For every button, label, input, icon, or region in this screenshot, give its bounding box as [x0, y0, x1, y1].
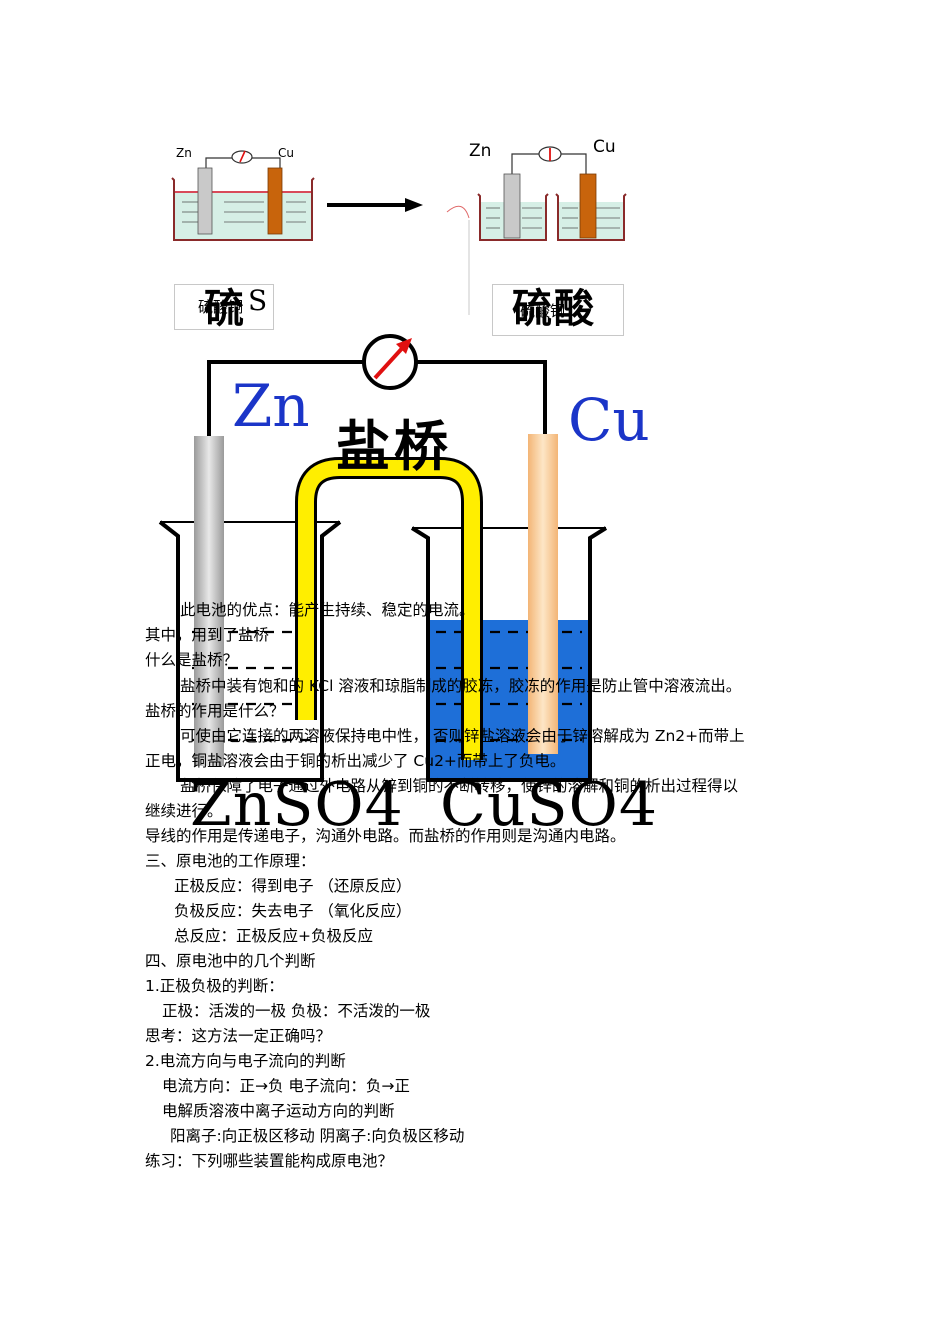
text-line-6: 可使由它连接的两溶液保持电中性， 否则锌盐溶液会由于锌溶解成为 Zn2+而带上: [180, 727, 745, 745]
top-left-caption-frame: [174, 284, 274, 330]
top-left-cu-label: Cu: [278, 146, 294, 160]
diagram-cu-label: Cu: [568, 386, 650, 454]
text-line-16: 1.正极负极的判断：: [145, 977, 284, 995]
text-line-18: 思考：这方法一定正确吗？: [145, 1027, 332, 1045]
top-left-caption-overlay: 硫酸铜: [198, 298, 244, 316]
single-beaker-cell-svg: [171, 150, 315, 241]
top-right-cu-label: Cu: [593, 137, 616, 157]
zn-rod: [194, 436, 224, 766]
text-line-20: 电流方向：正→负 电子流向：负→正: [162, 1077, 410, 1095]
diagram-right-solution-label: CuSO4: [440, 770, 659, 840]
text-line-19: 2.电流方向与电子流向的判断: [145, 1052, 346, 1070]
diagram-bridge-label: 盐桥: [336, 415, 452, 478]
text-line-5: 盐桥的作用是什么？: [145, 702, 285, 720]
text-line-12: 正极反应：得到电子 （还原反应）: [174, 877, 412, 895]
text-line-7: 正电，铜盐溶液会由于铜的析出减少了 Cu2+而带上了负电。: [145, 752, 566, 770]
text-line-9: 继续进行。: [145, 802, 223, 820]
top-right-caption-overlay: 硫酸铜: [520, 302, 566, 320]
text-line-21: 电解质溶液中离子运动方向的判断: [162, 1102, 395, 1120]
cu-rod: [528, 434, 558, 754]
text-line-13: 负极反应：失去电子 （氧化反应）: [174, 902, 412, 920]
text-line-10: 导线的作用是传递电子，沟通外电路。而盐桥的作用则是沟通内电路。: [145, 827, 626, 845]
diagram-zn-label: Zn: [232, 372, 310, 440]
transition-arrow-icon: [327, 198, 423, 212]
top-right-caption-frame: [492, 284, 624, 336]
top-right-caption-big: 硫酸: [512, 286, 596, 332]
right-beaker: [410, 526, 608, 782]
top-left-caption-big: 硫: [204, 286, 246, 332]
text-line-22: 阳离子:向正极区移动 阴离子:向负极区移动: [170, 1127, 465, 1145]
text-line-23: 练习：下列哪些装置能构成原电池？: [145, 1152, 394, 1170]
text-line-8: 盐桥保障了电子通过外电路从锌到铜的不断转移，使锌的溶解和铜的析出过程得以: [180, 777, 739, 795]
text-line-4: 盐桥中装有饱和的 KCl 溶液和琼脂制成的胶冻，胶冻的作用是防止管中溶液流出。: [180, 677, 742, 695]
top-right-cell-diagram: [472, 140, 632, 250]
salt-bridge-hint-curve: [446, 205, 470, 315]
top-left-caption-letter: S: [248, 284, 268, 317]
salt-bridge-cell-diagram: [158, 334, 608, 782]
section-heading-3: 三、原电池的工作原理：: [145, 852, 316, 870]
text-line-1: 此电池的优点：能产生持续、稳定的电流。: [180, 601, 475, 619]
top-right-zn-label: Zn: [469, 141, 492, 161]
top-left-zn-label: Zn: [176, 146, 192, 160]
double-beaker-cell-svg: [477, 146, 627, 241]
diagram-left-solution-label: ZnSO4: [190, 770, 404, 840]
text-line-3: 什么是盐桥？: [145, 651, 239, 669]
text-line-17: 正极：活泼的一极 负极：不活泼的一极: [162, 1002, 431, 1020]
text-line-14: 总反应：正极反应+负极反应: [174, 927, 373, 945]
text-line-2: 其中，用到了盐桥: [145, 626, 270, 644]
top-left-cell-diagram: [168, 140, 318, 250]
section-heading-4: 四、原电池中的几个判断: [145, 952, 316, 970]
salt-bridge-tube: [295, 457, 483, 760]
galvanometer-icon: [362, 334, 418, 390]
